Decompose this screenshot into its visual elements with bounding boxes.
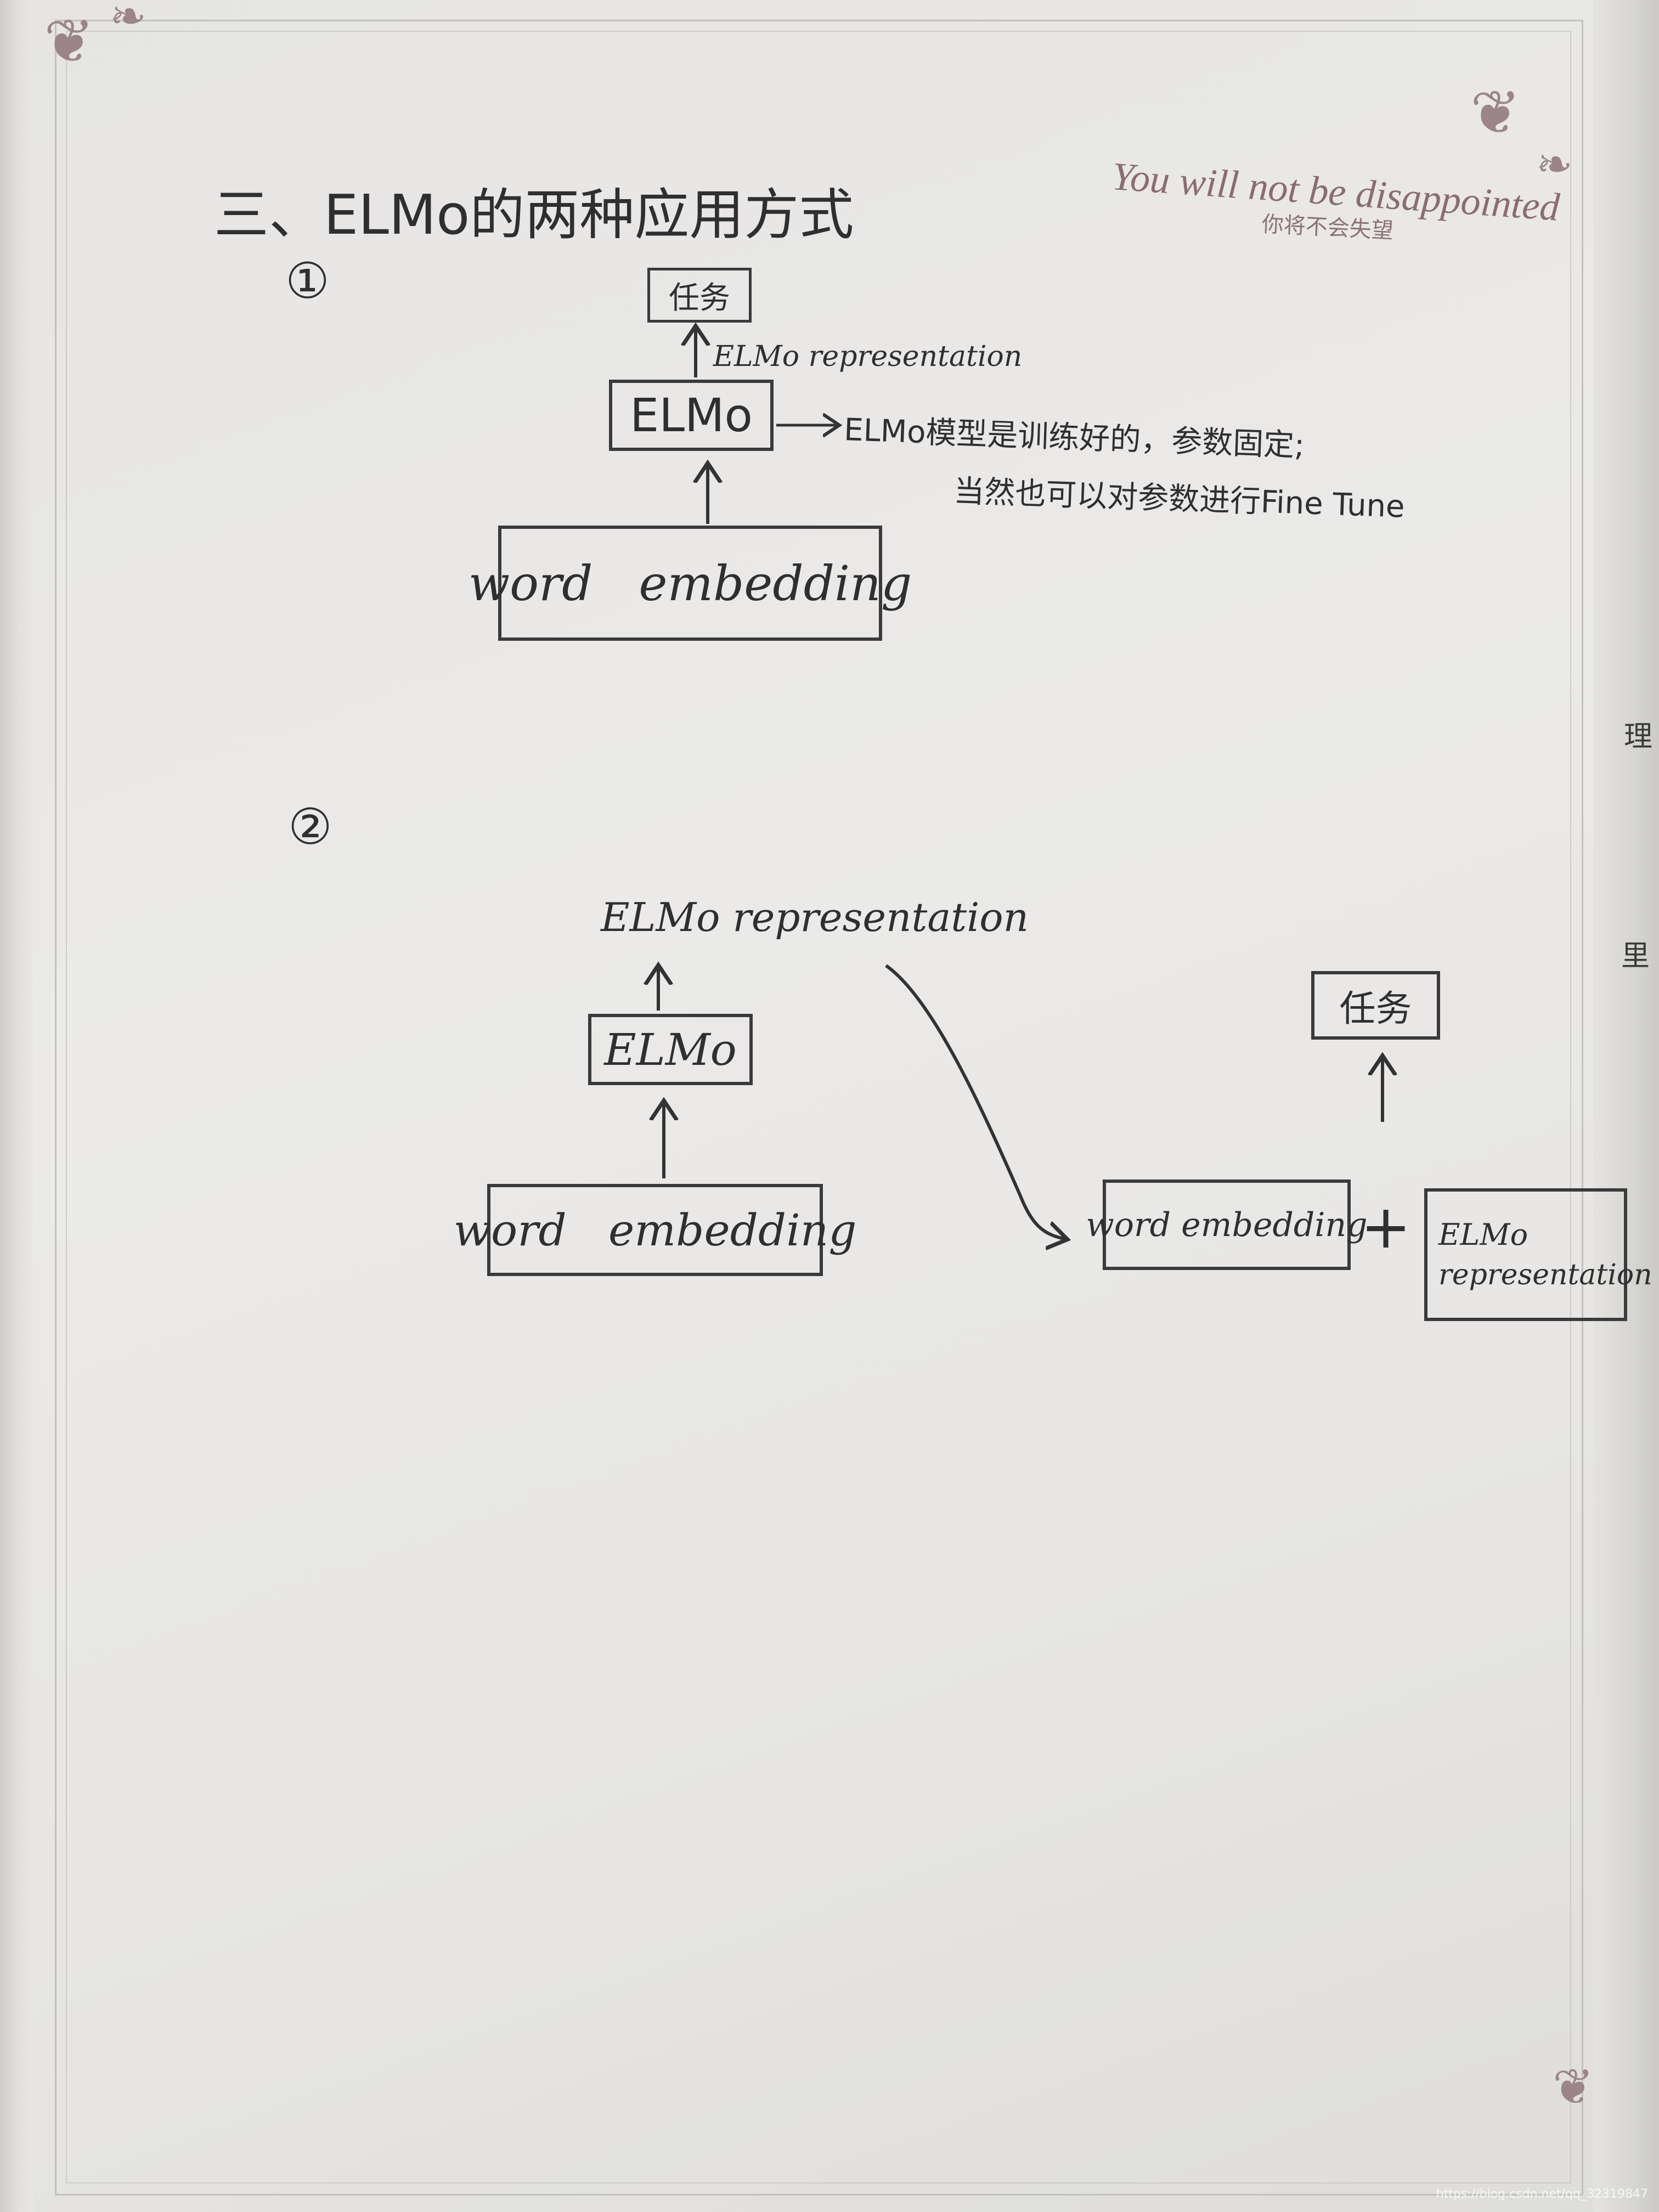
watermark: https://blog.csdn.net/qq_32319847 bbox=[1436, 2187, 1648, 2201]
margin-char: 里 bbox=[1621, 933, 1650, 974]
margin-char: 理 bbox=[1624, 713, 1652, 754]
arrow-representation-to-combined bbox=[886, 966, 1064, 1239]
